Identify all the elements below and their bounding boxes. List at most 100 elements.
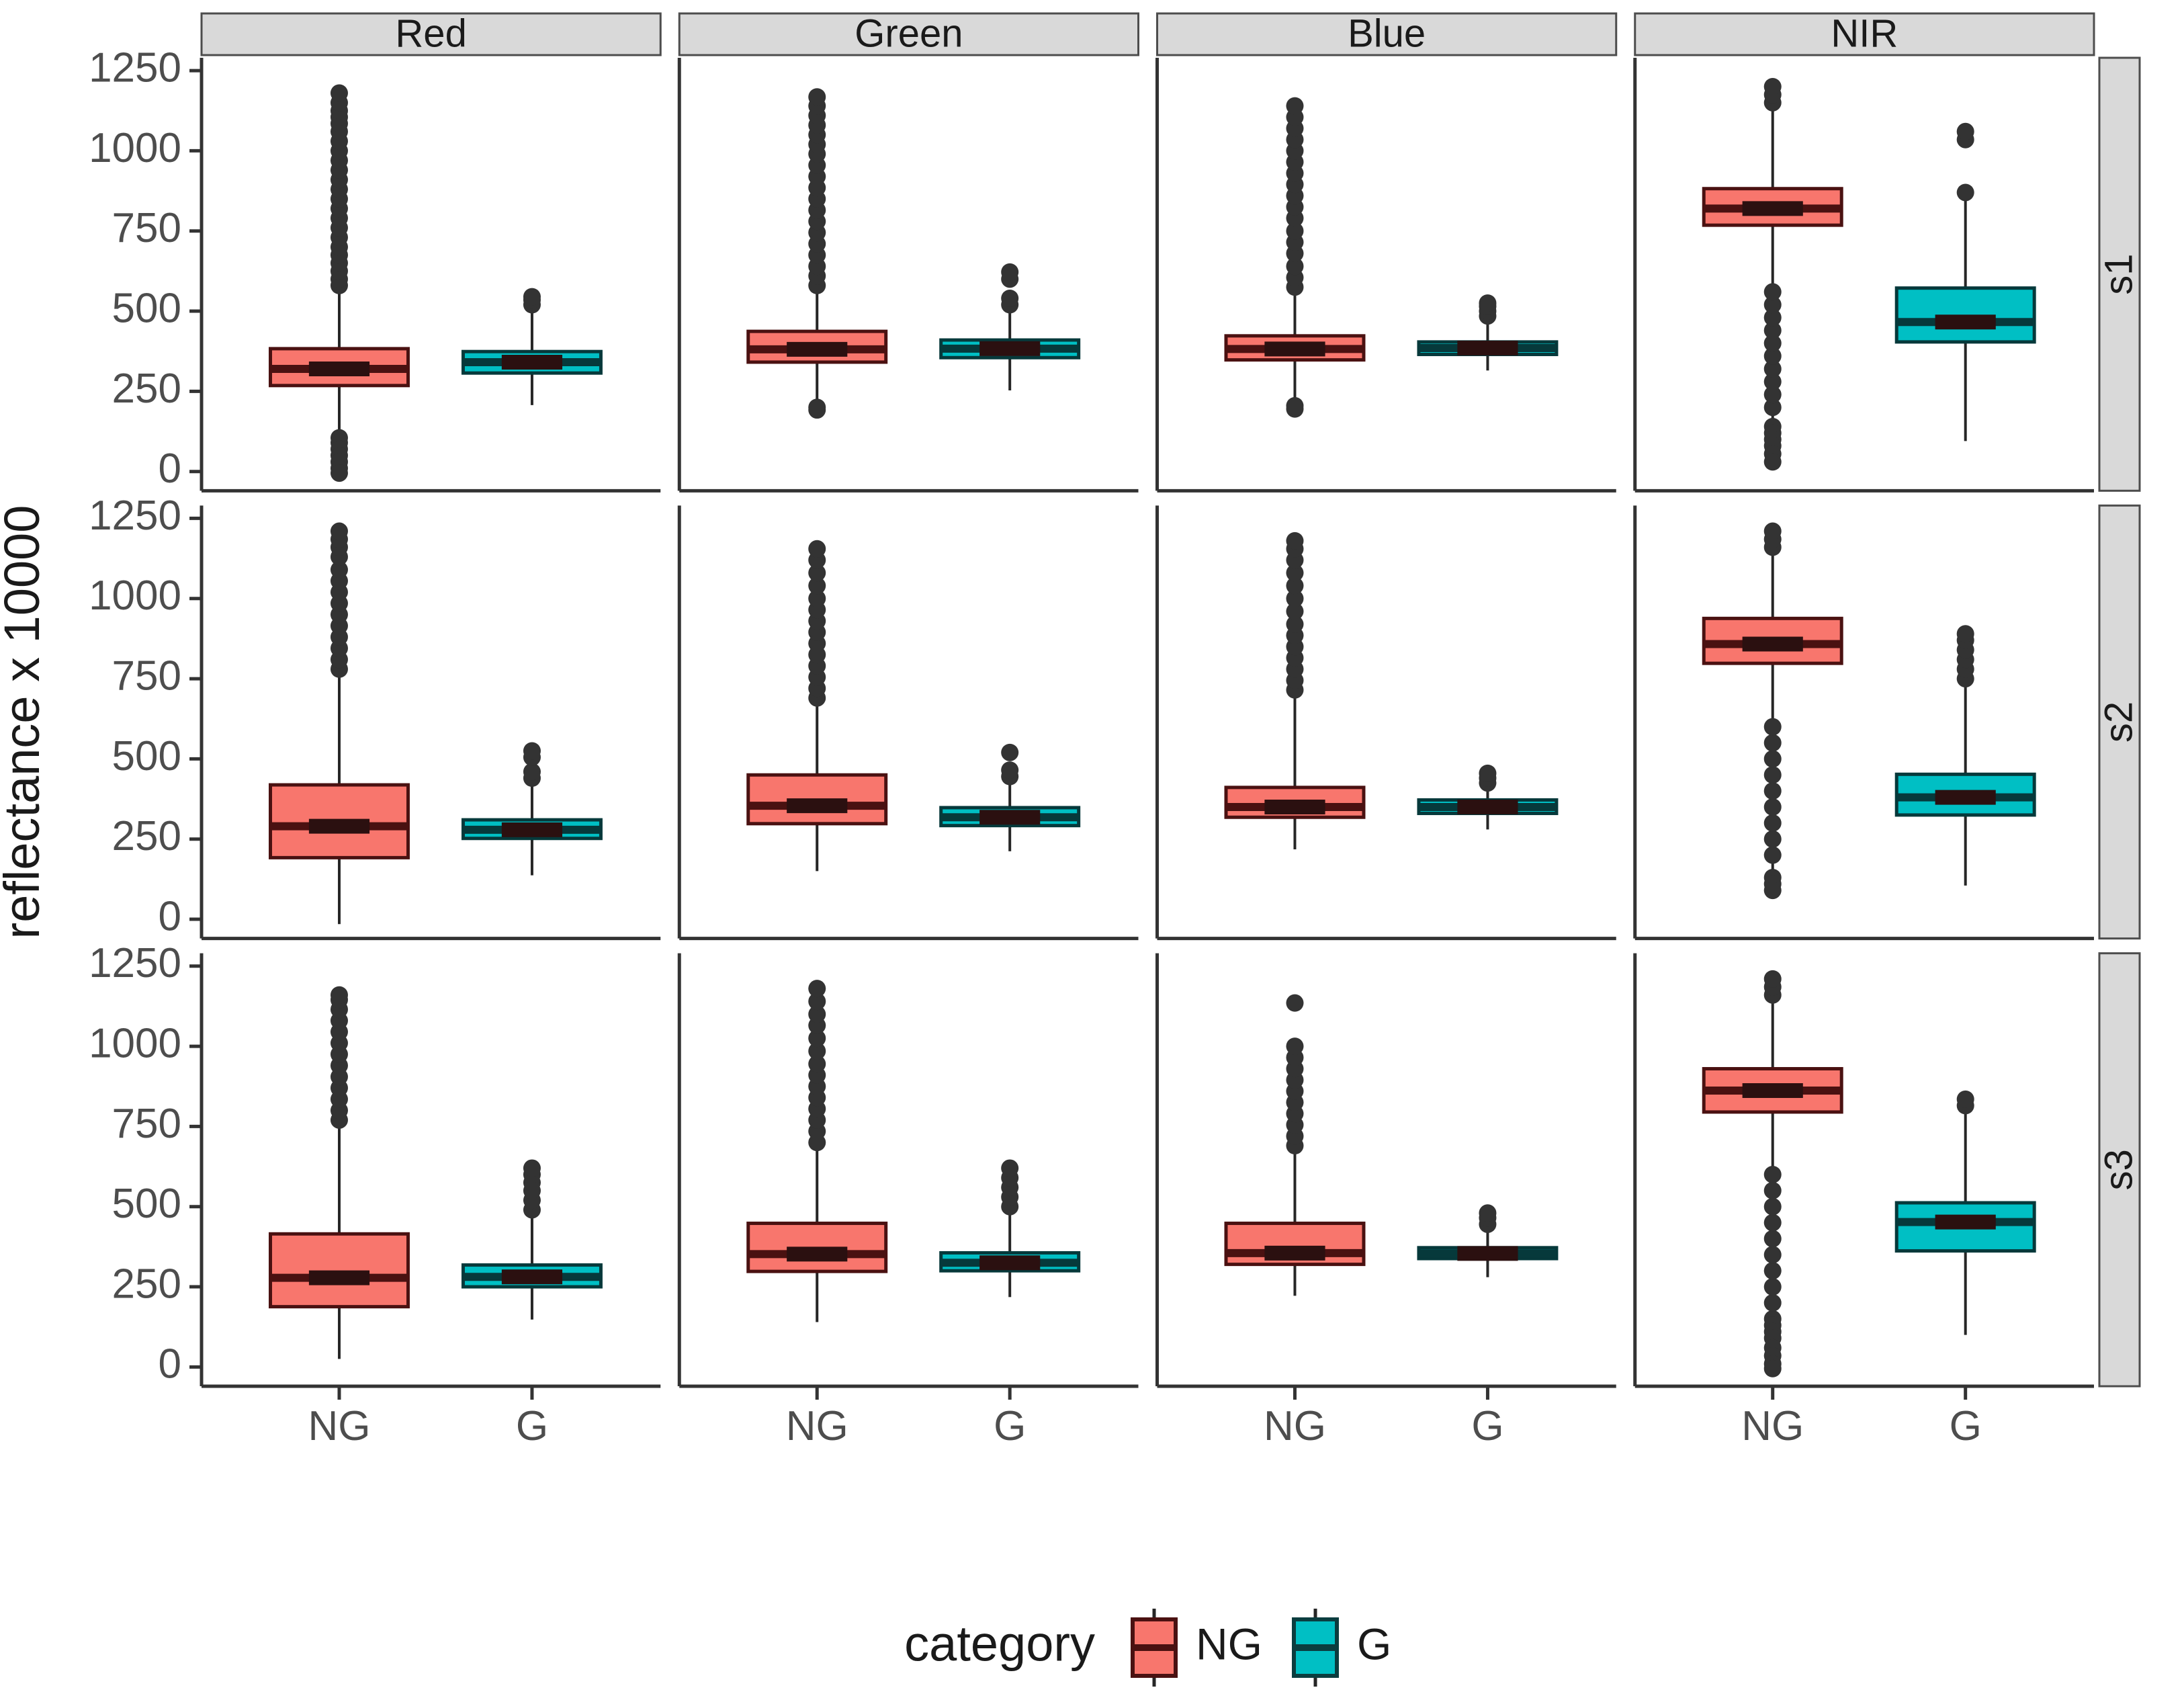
strip-label: Red xyxy=(395,11,466,55)
boxplot-green-s1-ng[interactable] xyxy=(746,88,888,419)
strip-box xyxy=(1634,12,2095,56)
boxplot-blue-s3-ng[interactable] xyxy=(1224,994,1366,1296)
boxplot-red-s3-g[interactable] xyxy=(461,1159,603,1320)
x-tick-label: G xyxy=(516,1403,548,1449)
strip-label: s1 xyxy=(2097,254,2140,295)
panel-background xyxy=(1157,953,1616,1386)
panel-background xyxy=(202,953,661,1386)
panel-background xyxy=(1157,58,1616,491)
outlier-point xyxy=(1286,564,1304,582)
panel-blue-s3 xyxy=(1155,953,1616,1388)
x-tick-label: G xyxy=(1950,1403,1982,1449)
outlier-point xyxy=(1763,846,1782,864)
boxplot-nir-s2-ng[interactable] xyxy=(1702,522,1843,900)
panel-background xyxy=(679,58,1139,491)
boxplot-green-s1-g[interactable] xyxy=(939,263,1081,390)
boxplot-red-s2-g[interactable] xyxy=(461,742,603,876)
boxplot-blue-s1-ng[interactable] xyxy=(1224,97,1366,418)
boxplot-green-s3-g[interactable] xyxy=(939,1159,1081,1298)
strip-label: Blue xyxy=(1348,11,1426,55)
legend-item-ng[interactable]: NG xyxy=(1131,1609,1262,1687)
legend-title: category xyxy=(904,1616,1095,1672)
strip-box xyxy=(2098,504,2141,940)
boxplot-red-s2-ng[interactable] xyxy=(268,522,410,925)
outlier-point xyxy=(1763,347,1782,365)
y-tick-label: 1000 xyxy=(89,1020,181,1066)
outlier-point xyxy=(1763,798,1782,816)
outlier-point xyxy=(808,589,826,607)
outlier-point xyxy=(1763,386,1782,404)
boxplot-blue-s1-g[interactable] xyxy=(1417,294,1559,371)
strip-box xyxy=(2098,56,2141,492)
box-iqr[interactable] xyxy=(1224,1222,1366,1267)
boxplot-green-s2-ng[interactable] xyxy=(746,540,888,872)
strip-label: Green xyxy=(855,11,963,55)
panel-red-s3 xyxy=(200,953,661,1388)
boxplot-red-s1-ng[interactable] xyxy=(268,84,410,482)
outlier-point xyxy=(330,560,348,579)
legend: category NG G xyxy=(904,1609,1391,1687)
y-tick-label: 750 xyxy=(112,652,181,699)
outlier-point xyxy=(1763,398,1782,417)
outlier-point xyxy=(1286,615,1304,633)
panel-red-s2 xyxy=(200,505,661,941)
y-tick-label: 0 xyxy=(159,893,181,939)
outlier-point xyxy=(1763,814,1782,832)
y-tick-label: 1250 xyxy=(89,940,181,986)
outlier-point xyxy=(1286,589,1304,607)
outlier-point xyxy=(1763,1278,1782,1296)
outlier-point xyxy=(1286,1037,1304,1056)
outlier-point xyxy=(1763,766,1782,784)
legend-item-g[interactable]: G xyxy=(1292,1609,1391,1687)
panel-nir-s1 xyxy=(1633,58,2094,493)
outlier-point xyxy=(523,288,541,306)
y-axis-title: reflectance x 10000 xyxy=(0,505,50,939)
outlier-point xyxy=(1001,743,1019,761)
outlier-point xyxy=(1763,970,1782,988)
column-strip-nir: NIR xyxy=(1634,11,2095,56)
boxplot-red-s3-ng[interactable] xyxy=(268,986,410,1359)
boxplot-blue-s2-ng[interactable] xyxy=(1224,532,1366,849)
boxplot-nir-s3-g[interactable] xyxy=(1894,1090,2036,1335)
boxplot-green-s2-g[interactable] xyxy=(939,743,1081,851)
boxplot-nir-s3-ng[interactable] xyxy=(1702,970,1843,1377)
outlier-point xyxy=(1763,334,1782,352)
outlier-point xyxy=(330,522,348,540)
boxplot-blue-s2-g[interactable] xyxy=(1417,764,1559,830)
boxplot-green-s3-ng[interactable] xyxy=(746,980,888,1322)
panel-background xyxy=(1634,58,2094,491)
strip-label: s2 xyxy=(2097,702,2140,743)
outlier-point xyxy=(808,88,826,106)
boxplot-red-s1-g[interactable] xyxy=(461,288,603,405)
outlier-point xyxy=(1286,396,1304,415)
strip-box xyxy=(2098,952,2141,1388)
outlier-point xyxy=(808,1005,826,1023)
outlier-point xyxy=(1286,222,1304,240)
outlier-point xyxy=(1763,1214,1782,1232)
outlier-point xyxy=(1763,522,1782,540)
strip-box xyxy=(200,12,662,56)
strip-label: s3 xyxy=(2097,1149,2140,1190)
outlier-point xyxy=(808,398,826,417)
outlier-point xyxy=(808,1055,826,1073)
box-iqr[interactable] xyxy=(268,1232,410,1309)
boxplot-nir-s1-g[interactable] xyxy=(1894,122,2036,441)
panel-blue-s1 xyxy=(1155,58,1616,493)
outlier-point xyxy=(1763,1246,1782,1264)
y-tick-label: 0 xyxy=(159,1341,181,1388)
y-tick-label: 750 xyxy=(112,205,181,251)
outlier-point xyxy=(1763,1165,1782,1183)
boxplot-nir-s2-g[interactable] xyxy=(1894,625,2036,886)
x-tick-label: NG xyxy=(786,1403,848,1449)
boxplot-blue-s3-g[interactable] xyxy=(1417,1204,1559,1277)
boxplot-nir-s1-ng[interactable] xyxy=(1702,77,1843,471)
strip-box xyxy=(678,12,1139,56)
x-tick-label: NG xyxy=(308,1403,370,1449)
outlier-point xyxy=(1001,263,1019,281)
y-tick-label: 250 xyxy=(112,813,181,859)
outlier-point xyxy=(808,1042,826,1060)
y-tick-label: 0 xyxy=(159,446,181,492)
legend-item-label: NG xyxy=(1196,1619,1262,1668)
panel-background xyxy=(1634,953,2094,1386)
